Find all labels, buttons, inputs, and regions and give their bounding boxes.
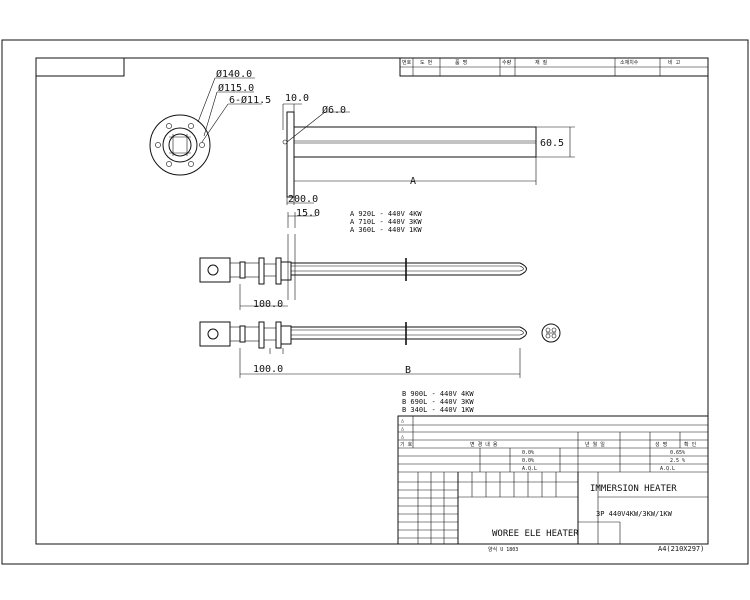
heater-b-dim-100: 100.0 xyxy=(253,364,283,375)
hdr-material: 재 질 xyxy=(535,59,548,66)
rev-mark-3: △ xyxy=(401,434,404,440)
corner-box xyxy=(35,57,125,77)
pct-1: 0.0% xyxy=(522,450,534,456)
spec-a: A 920L - 440V 4KW A 710L - 440V 3KW A 36… xyxy=(350,210,422,234)
pct-3: 0.65% xyxy=(670,450,685,456)
heater-a-dim-15: 15.0 xyxy=(296,208,320,219)
outer-border xyxy=(1,39,749,565)
flange-view: Ø140.0 Ø115.0 6-Ø11.5 xyxy=(149,68,271,176)
hdr-drawing: 도 번 xyxy=(420,59,433,66)
hdr-part: 품 명 xyxy=(455,59,467,66)
dim-10: 10.0 xyxy=(285,93,309,104)
rev-mark-2: △ xyxy=(401,426,404,432)
hdr-no: 번호 xyxy=(402,59,412,66)
sheet-size: A4(210X297) xyxy=(658,545,704,553)
aql-2: A.Q.L xyxy=(660,466,675,472)
company-name: WOREE ELE HEATER xyxy=(492,529,579,539)
inner-border xyxy=(35,57,709,545)
hdr-size: 소재치수 xyxy=(620,59,639,66)
pct-2: 0.0% xyxy=(522,458,534,464)
aql-1: A.Q.L xyxy=(522,466,537,472)
dim-a: A xyxy=(410,176,416,187)
spec-b-3: B 340L - 440V 1KW xyxy=(402,406,474,414)
hdr-qty: 수량 xyxy=(502,59,512,66)
spec-a-2: A 710L - 440V 3KW xyxy=(350,218,422,226)
heater-a-dim-100: 100.0 xyxy=(253,299,283,310)
heater-b: 100.0 B xyxy=(199,321,561,378)
spec-b-1: B 900L - 440V 4KW xyxy=(402,390,474,398)
spec-b: B 900L - 440V 4KW B 690L - 440V 3KW B 34… xyxy=(402,390,474,414)
dim-60-5: 60.5 xyxy=(540,138,564,149)
pct-4: 2.5 % xyxy=(670,458,685,464)
product-spec: 3P 440V4KW/3KW/1KW xyxy=(596,510,673,518)
product-name: IMMERSION HEATER xyxy=(590,484,677,494)
rev-mark-1: △ xyxy=(401,418,404,424)
dim-dia-6: Ø6.0 xyxy=(322,104,346,116)
dim-200: 200.0 xyxy=(288,194,318,205)
rev-hdr-name: 성 명 xyxy=(655,441,667,448)
rev-hdr-date: 년 월 일 xyxy=(585,441,605,448)
spec-b-2: B 690L - 440V 3KW xyxy=(402,398,474,406)
flange-holes: 6-Ø11.5 xyxy=(229,94,271,106)
spec-a-3: A 360L - 440V 1KW xyxy=(350,226,422,234)
flange-dia-115: Ø115.0 xyxy=(218,82,254,94)
heater-b-dim-b: B xyxy=(405,365,411,376)
doc-number: 양식 U 1803 xyxy=(488,546,518,553)
parts-header-table: 번호 도 번 품 명 수량 재 질 소재치수 비 고 xyxy=(399,57,709,77)
rev-label: 기 호 xyxy=(400,441,413,448)
heater-a: 15.0 100.0 xyxy=(199,208,527,310)
rev-hdr-check: 확 인 xyxy=(684,441,697,448)
side-view: 10.0 Ø6.0 60.5 A 200.0 xyxy=(282,93,575,205)
title-block: △ △ △ 기 호 변 경 내 용 년 월 일 성 명 확 인 0.0% 0.0… xyxy=(397,415,709,545)
flange-dia-140: Ø140.0 xyxy=(216,68,252,80)
rev-hdr-desc: 변 경 내 용 xyxy=(470,441,498,448)
hdr-remark: 비 고 xyxy=(668,59,681,66)
spec-a-1: A 920L - 440V 4KW xyxy=(350,210,422,218)
